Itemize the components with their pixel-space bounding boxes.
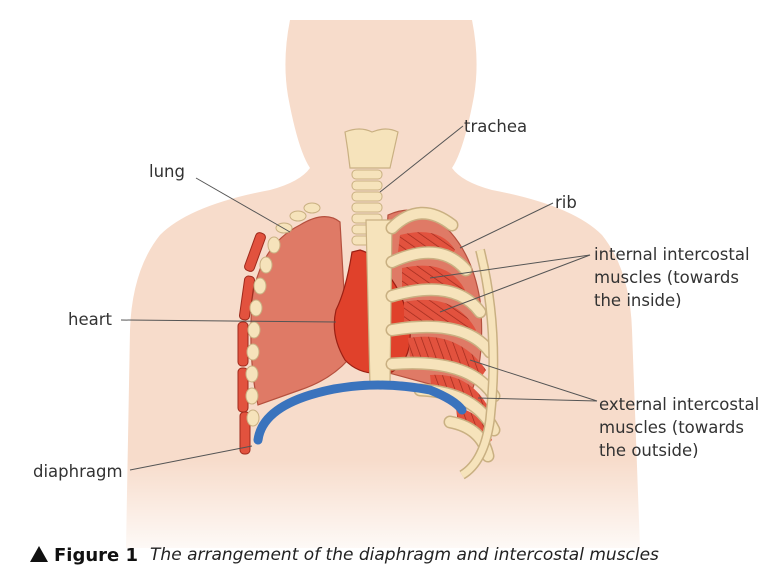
figure-caption: Figure 1 The arrangement of the diaphrag…: [30, 542, 659, 568]
label-external-intercostal-1: external intercostal: [599, 395, 760, 414]
label-internal-intercostal-2: muscles (towards: [594, 268, 739, 287]
leader-lines: [120, 125, 598, 471]
triangle-icon: [30, 546, 48, 562]
label-heart: heart: [68, 310, 112, 329]
label-internal-intercostal-3: the inside): [594, 291, 682, 310]
larynx: [344, 128, 399, 169]
label-trachea: trachea: [464, 117, 528, 136]
label-internal-intercostal-1: internal intercostal: [594, 245, 750, 264]
figure-number: Figure 1: [54, 544, 139, 566]
figure-caption-text: The arrangement of the diaphragm and int…: [150, 545, 659, 565]
label-lung: lung: [149, 162, 185, 181]
label-diaphragm: diaphragm: [33, 462, 123, 481]
label-external-intercostal-3: the outside): [599, 441, 699, 460]
label-external-intercostal-2: muscles (towards: [599, 418, 744, 437]
diaphragm: [253, 380, 467, 445]
label-rib: rib: [555, 193, 577, 212]
